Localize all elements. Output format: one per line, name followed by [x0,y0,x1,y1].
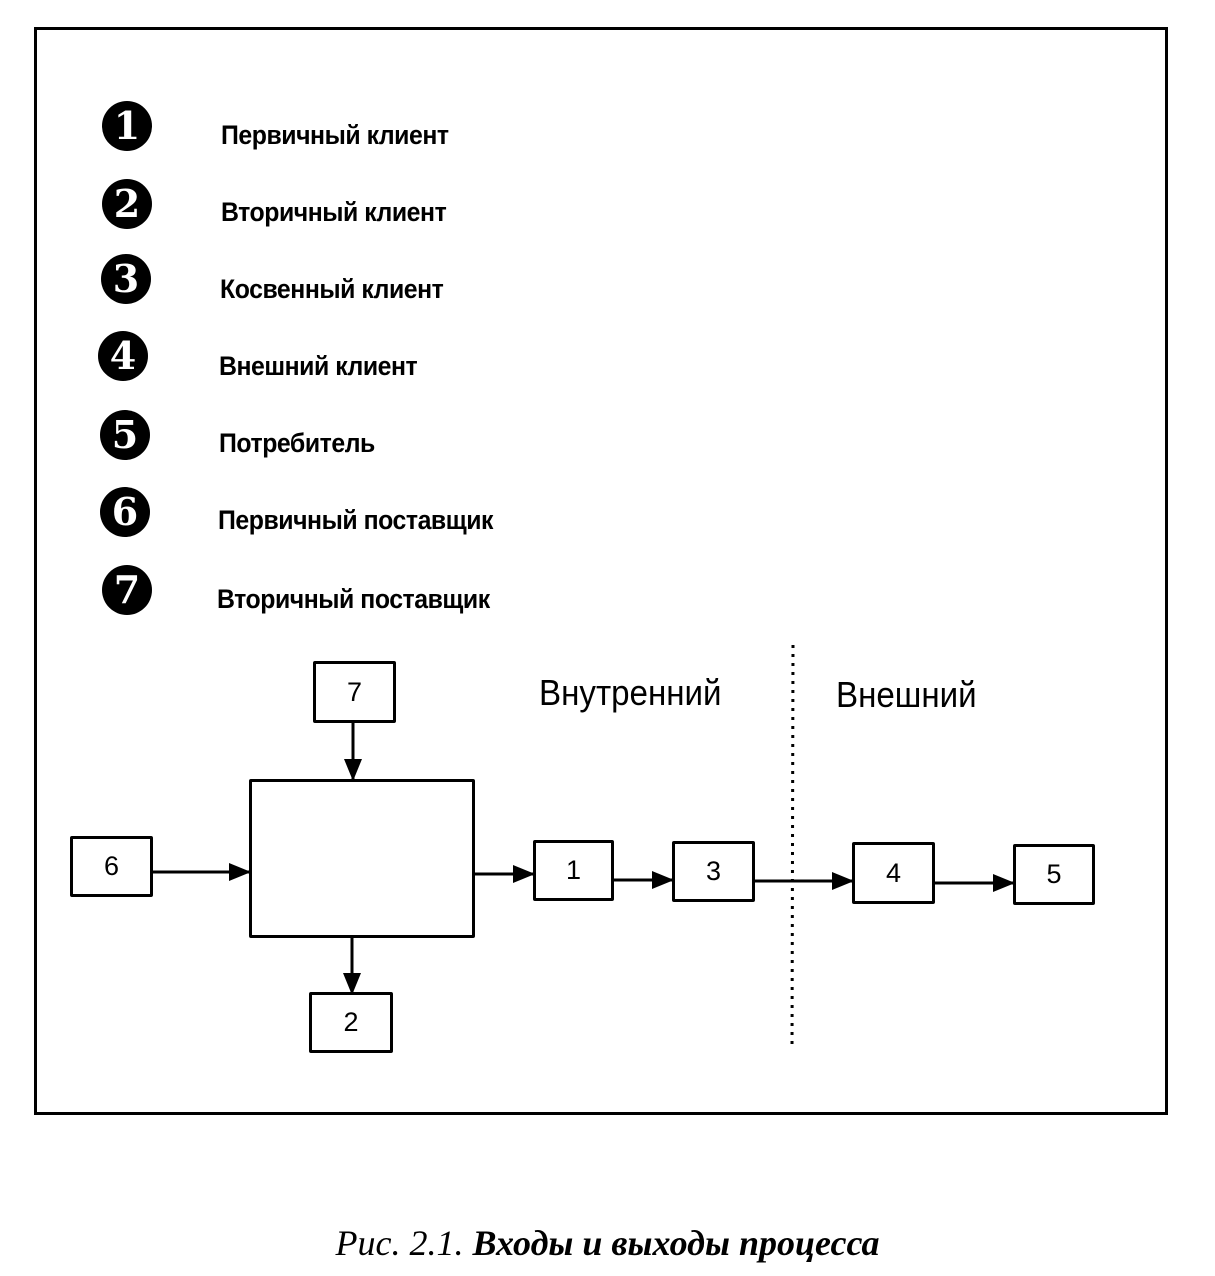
node-label: 6 [103,851,120,881]
node-label: 5 [1046,859,1062,889]
node-label: 2 [343,1007,359,1037]
node-label: 4 [885,857,902,888]
legend-label: Вторичный клиент [221,197,447,227]
number-badge-icon: 2 [102,179,152,229]
node-primary-client: 1 [533,840,614,901]
figure-caption: Рис. 2.1. Входы и выходы процесса [0,1222,1215,1264]
number-badge-icon: 4 [98,331,148,381]
node-label: 1 [565,855,582,885]
node-consumer: 5 [1013,844,1095,905]
node-secondary-client: 2 [309,992,393,1053]
legend-label: Первичный клиент [221,120,449,150]
process-box [249,779,475,938]
legend-label: Вторичный поставщик [217,584,490,614]
number-badge-icon: 7 [102,565,152,615]
boundary-divider [790,644,795,1051]
zone-label-internal: Внутренний [539,672,722,713]
figure-frame [34,27,1168,1115]
caption-prefix: Рис. 2.1. [335,1223,464,1263]
node-primary-supplier: 6 [70,836,153,897]
legend-label: Потребитель [219,428,375,458]
node-external-client: 4 [852,842,935,904]
number-badge-icon: 6 [100,487,150,537]
number-badge-icon: 1 [102,101,152,151]
node-indirect-client: 3 [672,841,755,902]
legend-label: Косвенный клиент [220,274,444,304]
caption-title: Входы и выходы процесса [472,1223,880,1263]
zone-label-external: Внешний [836,674,977,715]
legend-label: Первичный поставщик [218,505,494,535]
number-badge-icon: 5 [100,410,150,460]
node-label: 3 [705,856,722,886]
number-badge-icon: 3 [101,254,151,304]
node-label: 7 [346,676,363,707]
node-secondary-supplier: 7 [313,661,396,723]
legend-label: Внешний клиент [219,351,418,381]
